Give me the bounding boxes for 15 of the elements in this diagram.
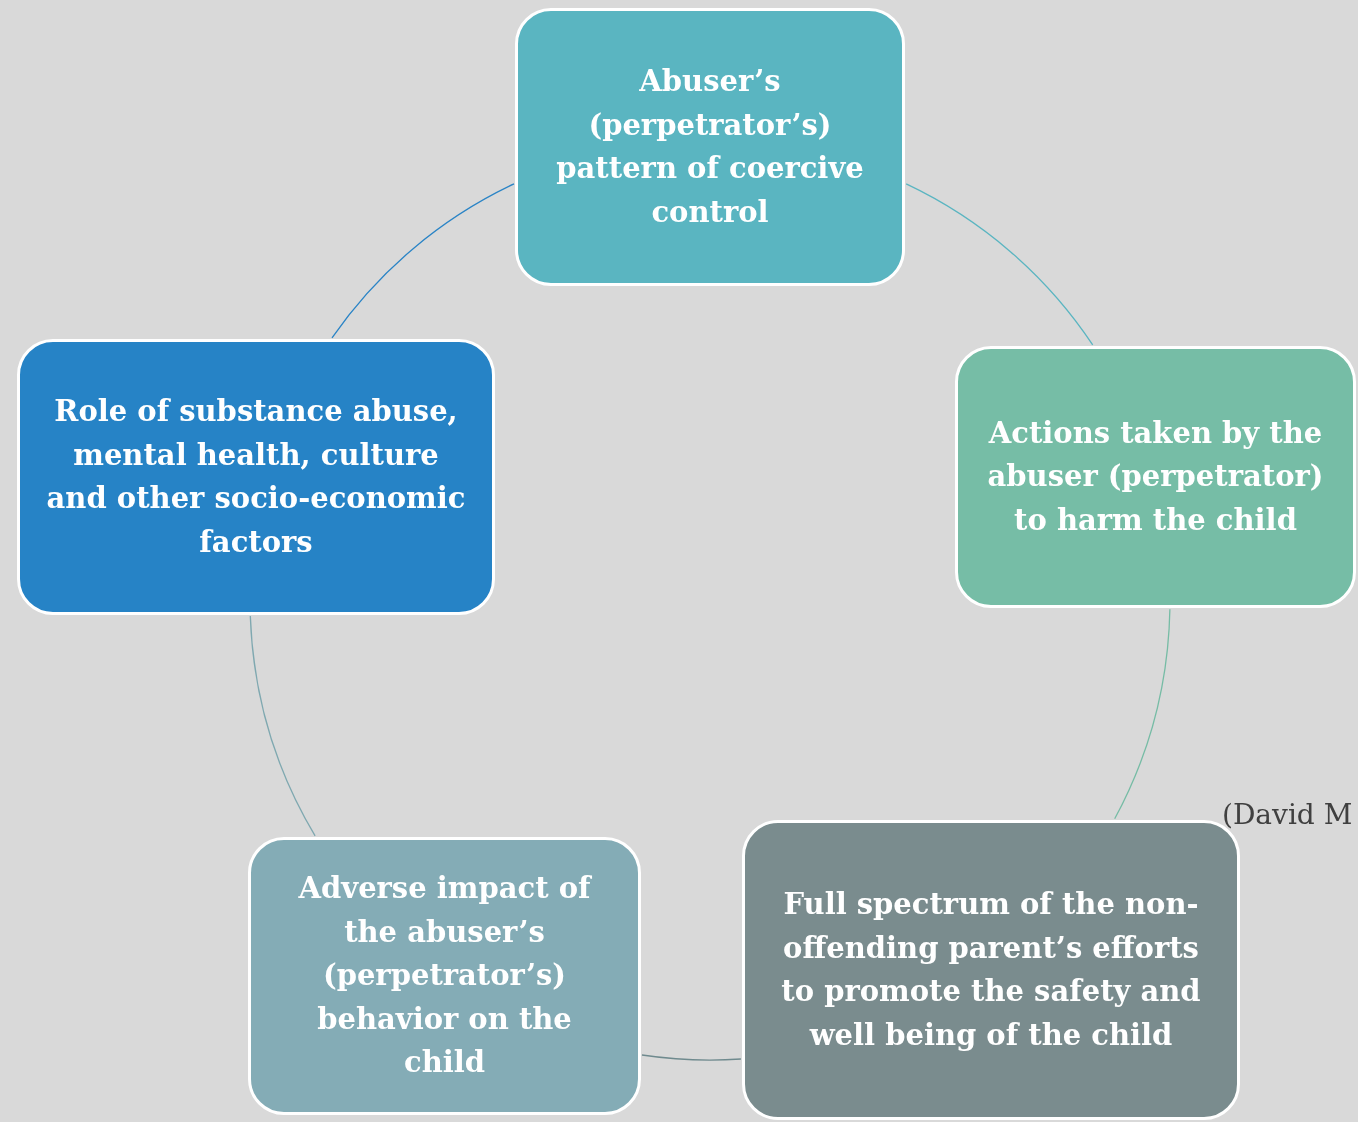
citation-text: (David M xyxy=(1222,798,1353,831)
box-text: Adverse impact of the abuser’s (perpetrator’s) behavior on the child xyxy=(297,870,593,1082)
connector-arc xyxy=(249,615,316,837)
connector-arc xyxy=(1114,608,1171,820)
box-text: Role of substance abuse, mental health, culture and other socio-economic factors xyxy=(45,393,467,561)
connector-arc xyxy=(905,183,1094,346)
rounded-box xyxy=(515,8,905,286)
connector-arc xyxy=(641,1054,742,1061)
connector-arc xyxy=(331,183,515,339)
rounded-box xyxy=(955,346,1356,608)
rounded-box xyxy=(17,339,495,615)
box-text: Actions taken by the abuser (perpetrator) to harm the child xyxy=(986,414,1325,539)
box-text: Full spectrum of the non-offending parent’s efforts to promote the safety and well being of the child xyxy=(780,886,1202,1054)
box-text: Abuser’s (perpetrator’s) pattern of coercive control xyxy=(555,63,865,231)
rounded-box xyxy=(248,837,641,1115)
